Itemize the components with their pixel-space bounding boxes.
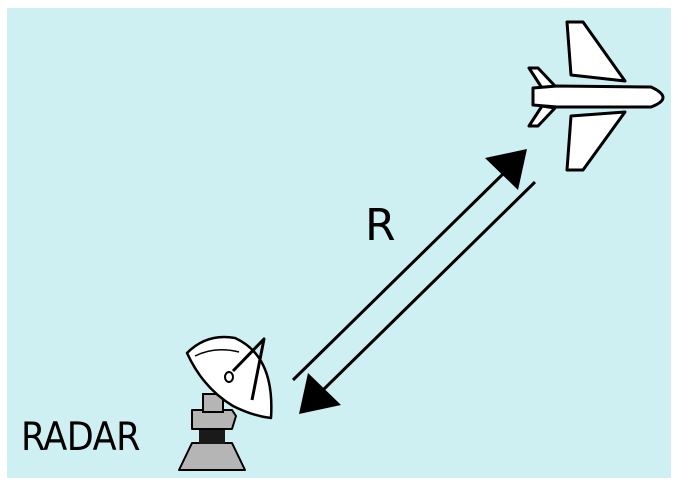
radar-label: RADAR [21,415,141,460]
radar-dish-icon [178,335,273,471]
airplane-icon [527,20,665,172]
outgoing-signal-arrow [291,149,527,382]
return-echo-arrow [299,180,537,414]
diagram-canvas [178,20,665,471]
range-label: R [365,200,396,251]
radar-range-diagram: R RADAR [7,8,671,478]
